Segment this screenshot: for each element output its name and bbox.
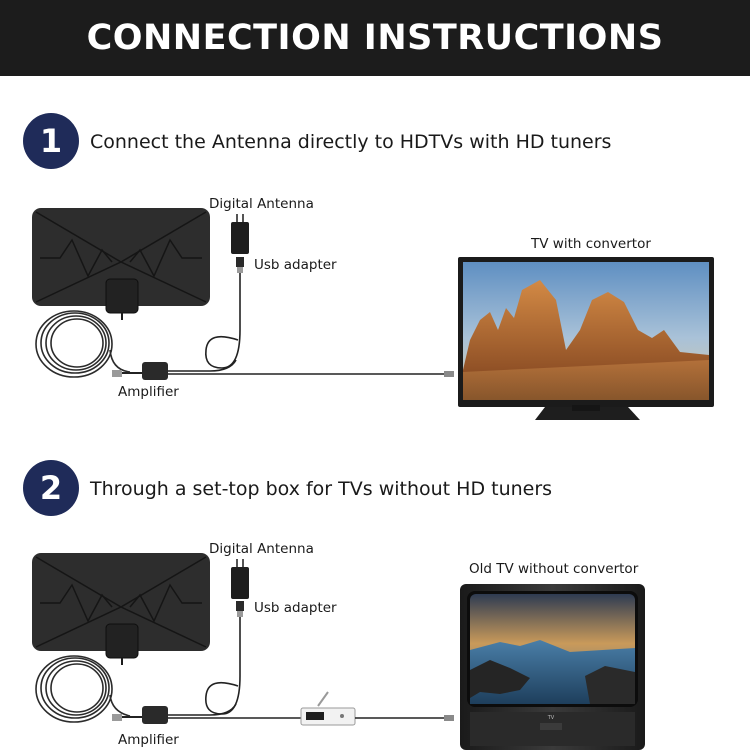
step-1-amplifier-label: Amplifier	[118, 384, 179, 400]
step-2-usb-adapter-icon	[205, 559, 249, 715]
old-tv-brand-label: TV	[547, 715, 555, 721]
step-1-coax-connector	[444, 371, 454, 377]
header-banner: CONNECTION INSTRUCTIONS	[0, 0, 750, 76]
step-2-antenna-label: Digital Antenna	[209, 541, 314, 557]
step-2-old-tv-icon: TV	[460, 584, 645, 750]
step-2-badge: 2	[23, 460, 79, 516]
step-2-tv-label: Old TV without convertor	[469, 561, 639, 577]
step-1-adapter-label: Usb adapter	[254, 257, 337, 273]
step-2-coiled-cable	[35, 655, 131, 723]
step-1-badge: 1	[23, 113, 79, 169]
step-2-amplifier-label: Amplifier	[118, 732, 179, 748]
step-1-amplifier-icon	[112, 359, 237, 380]
step-1-tv-label: TV with convertor	[531, 236, 651, 252]
step-2-adapter-label: Usb adapter	[254, 600, 337, 616]
step-1-antenna-label: Digital Antenna	[209, 196, 314, 212]
step-1-text: Connect the Antenna directly to HDTVs wi…	[90, 131, 612, 153]
step-1-usb-adapter-icon	[205, 214, 249, 369]
page-title: CONNECTION INSTRUCTIONS	[86, 18, 664, 58]
step-1-coiled-cable	[35, 310, 131, 378]
step-2-amplifier-icon	[112, 703, 237, 724]
step-2-antenna-panel-icon	[32, 553, 210, 665]
step-1-antenna-panel-icon	[32, 208, 210, 320]
step-2-coax-connector	[444, 715, 454, 721]
step-2-set-top-box-icon	[300, 691, 356, 726]
step-1-tv-icon	[458, 257, 714, 420]
step-2-text: Through a set-top box for TVs without HD…	[90, 478, 553, 500]
